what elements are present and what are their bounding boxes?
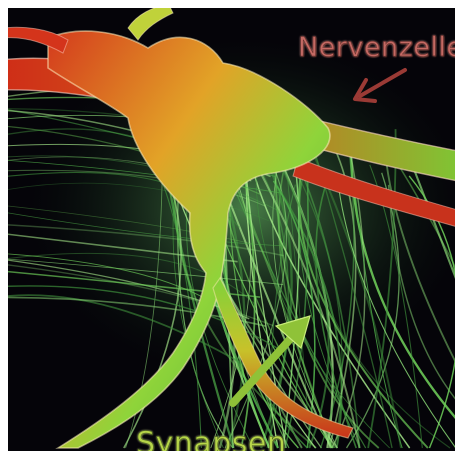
neuron-illustration: Nervenzelle Synapsen (8, 8, 455, 451)
dendrite-spike-left (8, 27, 68, 53)
neuron-scene (8, 8, 455, 451)
synapses-label: Synapsen (136, 426, 286, 451)
dendrite-spike (128, 8, 173, 40)
nerve-cell-label: Nervenzelle (298, 32, 455, 63)
